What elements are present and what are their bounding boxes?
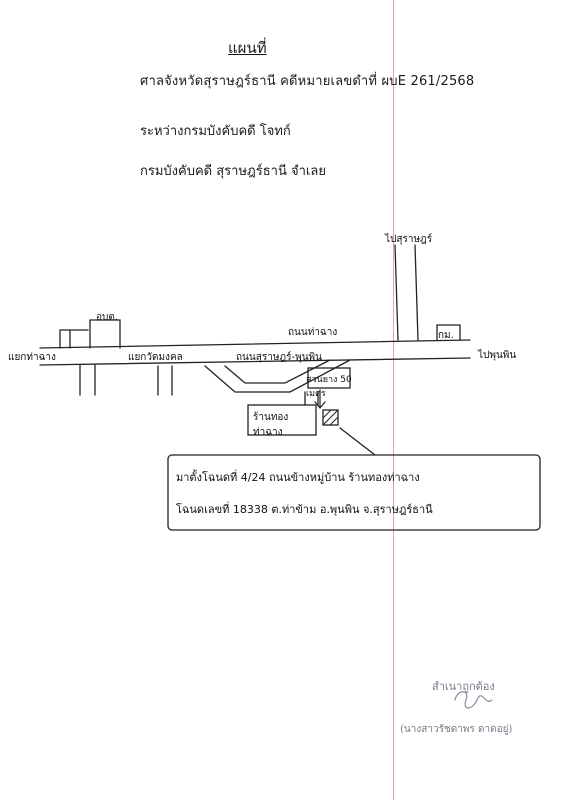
property-line-1: มาตั้งโฉนดที่ 4/24 ถนนข้างหมู่บ้าน ร้านท… bbox=[176, 471, 420, 484]
defendant-line: กรมบังคับคดี สุราษฎร์ธานี จำเลย bbox=[140, 164, 326, 179]
label-junction-mid: แยกวัดมงคล bbox=[128, 352, 183, 363]
property-box bbox=[167, 454, 541, 531]
certified-copy-stamp: สำเนาถูกต้อง bbox=[432, 680, 495, 693]
label-park: สวนยาง 50 เมตร bbox=[306, 375, 352, 399]
page-title: แผนที่ bbox=[228, 39, 267, 57]
label-ops: อบต. bbox=[96, 312, 119, 323]
label-km: กม. bbox=[438, 330, 454, 341]
label-road-main: ถนนท่าฉาง bbox=[288, 327, 338, 338]
pointer-line bbox=[339, 427, 376, 456]
margin-rule bbox=[393, 0, 394, 800]
north-road-right bbox=[414, 244, 419, 341]
signature-mark bbox=[454, 691, 493, 709]
plaintiff-line: ระหว่างกรมบังคับคดี โจทก์ bbox=[140, 124, 291, 139]
case-line: ศาลจังหวัดสุราษฎร์ธานี คดีหมายเลขดำที่ ผ… bbox=[140, 74, 475, 89]
label-north-road: ไปสุราษฎร์ bbox=[385, 234, 433, 245]
shop-block bbox=[247, 404, 317, 436]
label-junction-left: แยกท่าฉาง bbox=[8, 352, 56, 363]
signer-name: (นางสาวรัชดาพร ดาดอยู่) bbox=[400, 724, 513, 735]
label-road-sub: ถนนสุราษฎร์-พุนพิน bbox=[236, 352, 322, 363]
triangle-right bbox=[289, 359, 351, 393]
triangle-left bbox=[204, 365, 291, 393]
label-shop: ร้านทอง ท่าฉาง bbox=[253, 412, 289, 438]
main-road-bottom bbox=[39, 357, 471, 366]
main-road-top bbox=[39, 339, 471, 349]
north-road-left bbox=[394, 244, 399, 341]
label-right: ไปพุนพิน bbox=[478, 350, 517, 361]
property-line-2: โฉนดเลขที่ 18338 ต.ท่าข้าม อ.พุนพิน จ.สุ… bbox=[176, 503, 433, 516]
